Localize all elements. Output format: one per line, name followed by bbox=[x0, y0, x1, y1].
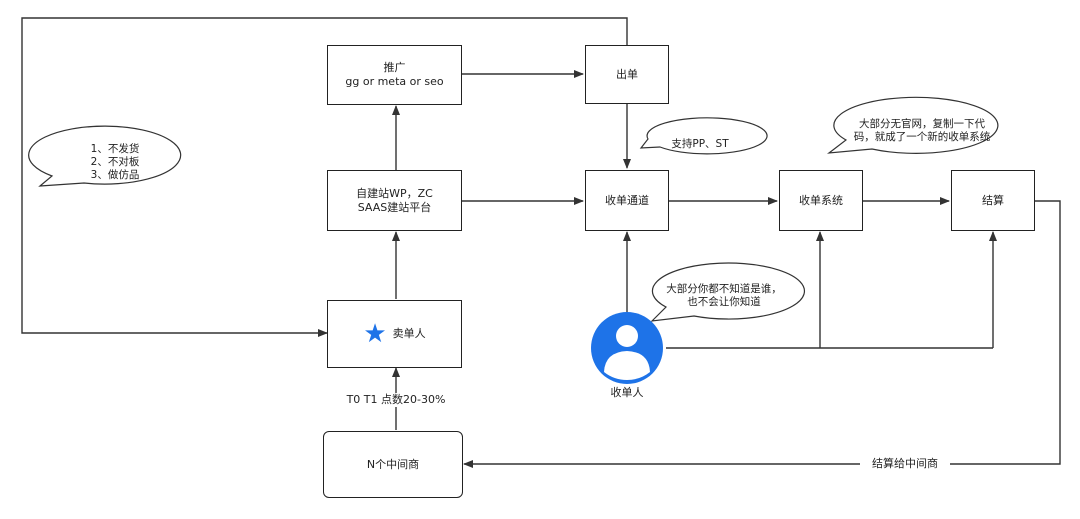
edge-order-to-seller-loop bbox=[21, 17, 628, 337]
system-node[interactable]: 收单系统 bbox=[779, 170, 863, 231]
seller-node-row: ★ 卖单人 bbox=[363, 321, 425, 347]
fee-label: T0 T1 点数20-30% bbox=[336, 393, 456, 407]
bubble-person-line2: 也不会让你知道 bbox=[687, 296, 761, 308]
middleman-node-label: N个中间商 bbox=[366, 457, 420, 471]
bubble-left-text: 1、不发货 2、不对板 3、做仿品 bbox=[70, 143, 160, 182]
settle-to-middleman-label: 结算给中间商 bbox=[860, 457, 950, 471]
bubble-left-shape bbox=[28, 125, 182, 187]
bubble-pp-shape bbox=[639, 117, 768, 155]
bubble-right-line1: 大部分无官网，复制一下代 bbox=[859, 118, 985, 130]
site-node[interactable]: 自建站WP，ZC SAAS建站平台 bbox=[327, 170, 462, 231]
promo-node-title: 推广 bbox=[383, 61, 406, 74]
bubble-right-line2: 码，就成了一个新的收单系统 bbox=[853, 131, 991, 143]
settle-node[interactable]: 结算 bbox=[951, 170, 1035, 231]
promo-node[interactable]: 推广 gg or meta or seo bbox=[327, 45, 462, 105]
star-icon: ★ bbox=[363, 319, 387, 349]
seller-node-label: 卖单人 bbox=[392, 327, 426, 340]
bubble-left-line3: 3、做仿品 bbox=[90, 169, 140, 181]
order-node-label: 出单 bbox=[616, 67, 638, 81]
edge-settle-to-middle bbox=[463, 200, 1061, 468]
bubble-right-text: 大部分无官网，复制一下代 码，就成了一个新的收单系统 bbox=[838, 118, 1006, 144]
settle-node-label: 结算 bbox=[982, 193, 1004, 207]
channel-node-label: 收单通道 bbox=[605, 193, 649, 207]
person-avatar-icon bbox=[591, 312, 663, 384]
bubble-person-text: 大部分你都不知道是谁， 也不会让你知道 bbox=[654, 283, 794, 309]
bubble-person-line1: 大部分你都不知道是谁， bbox=[666, 283, 782, 295]
bubble-pp-text: 支持PP、ST bbox=[671, 138, 729, 150]
receiver-label: 收单人 bbox=[610, 386, 644, 399]
site-node-line1: 自建站WP，ZC bbox=[356, 186, 433, 200]
order-node[interactable]: 出单 bbox=[585, 45, 669, 104]
bubble-left-line1: 1、不发货 bbox=[90, 143, 140, 155]
bubble-person-shape bbox=[650, 262, 805, 322]
bubble-right-shape bbox=[826, 96, 999, 154]
bubble-left-line2: 2、不对板 bbox=[90, 156, 140, 168]
system-node-label: 收单系统 bbox=[799, 193, 843, 207]
promo-node-subtitle: gg or meta or seo bbox=[345, 75, 444, 88]
channel-node[interactable]: 收单通道 bbox=[585, 170, 669, 231]
middleman-node[interactable]: N个中间商 bbox=[323, 431, 463, 498]
site-node-line2: SAAS建站平台 bbox=[357, 200, 432, 214]
seller-node[interactable]: ★ 卖单人 bbox=[327, 300, 462, 368]
